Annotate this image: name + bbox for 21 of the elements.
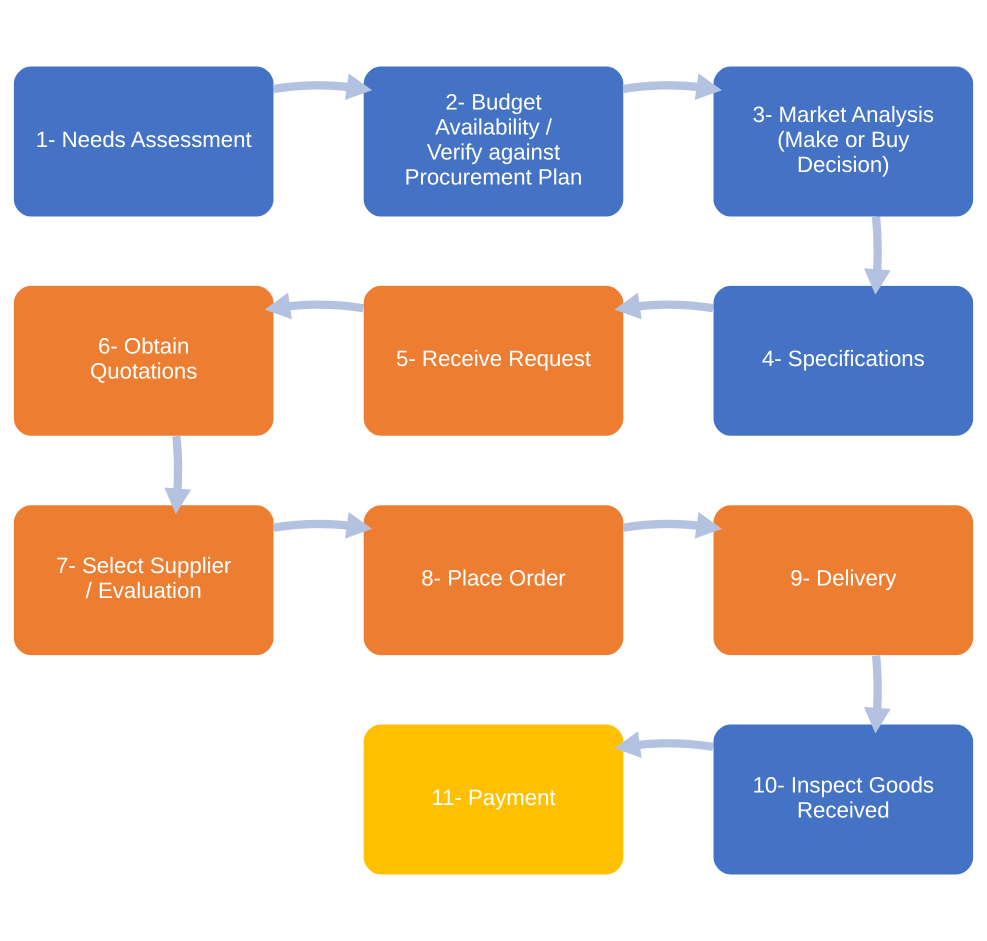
arrow <box>264 292 364 320</box>
arrow <box>622 512 722 539</box>
arrow <box>622 73 722 100</box>
node-box: 3- Market Analysis (Make or Buy Decision) <box>714 66 974 216</box>
arrow <box>614 292 714 320</box>
node-box: 6- Obtain Quotations <box>14 286 274 436</box>
arrow <box>164 436 192 514</box>
arrow <box>272 512 372 539</box>
arrow <box>272 73 372 100</box>
node-box: 7- Select Supplier / Evaluation <box>14 505 274 656</box>
arrow <box>864 655 891 734</box>
node-box: 1- Needs Assessment <box>14 66 274 216</box>
node-box: 4- Specifications <box>714 286 974 436</box>
arrow <box>864 216 891 295</box>
node-box: 11- Payment <box>364 724 624 874</box>
node-box: 9- Delivery <box>714 505 974 656</box>
arrow <box>614 731 714 758</box>
node-box: 8- Place Order <box>364 505 624 656</box>
node-box: 5- Receive Request <box>364 286 624 436</box>
node-box: 10- Inspect Goods Received <box>714 724 974 874</box>
node-box: 2- Budget Availability / Verify against Procurement Plan <box>364 66 624 216</box>
